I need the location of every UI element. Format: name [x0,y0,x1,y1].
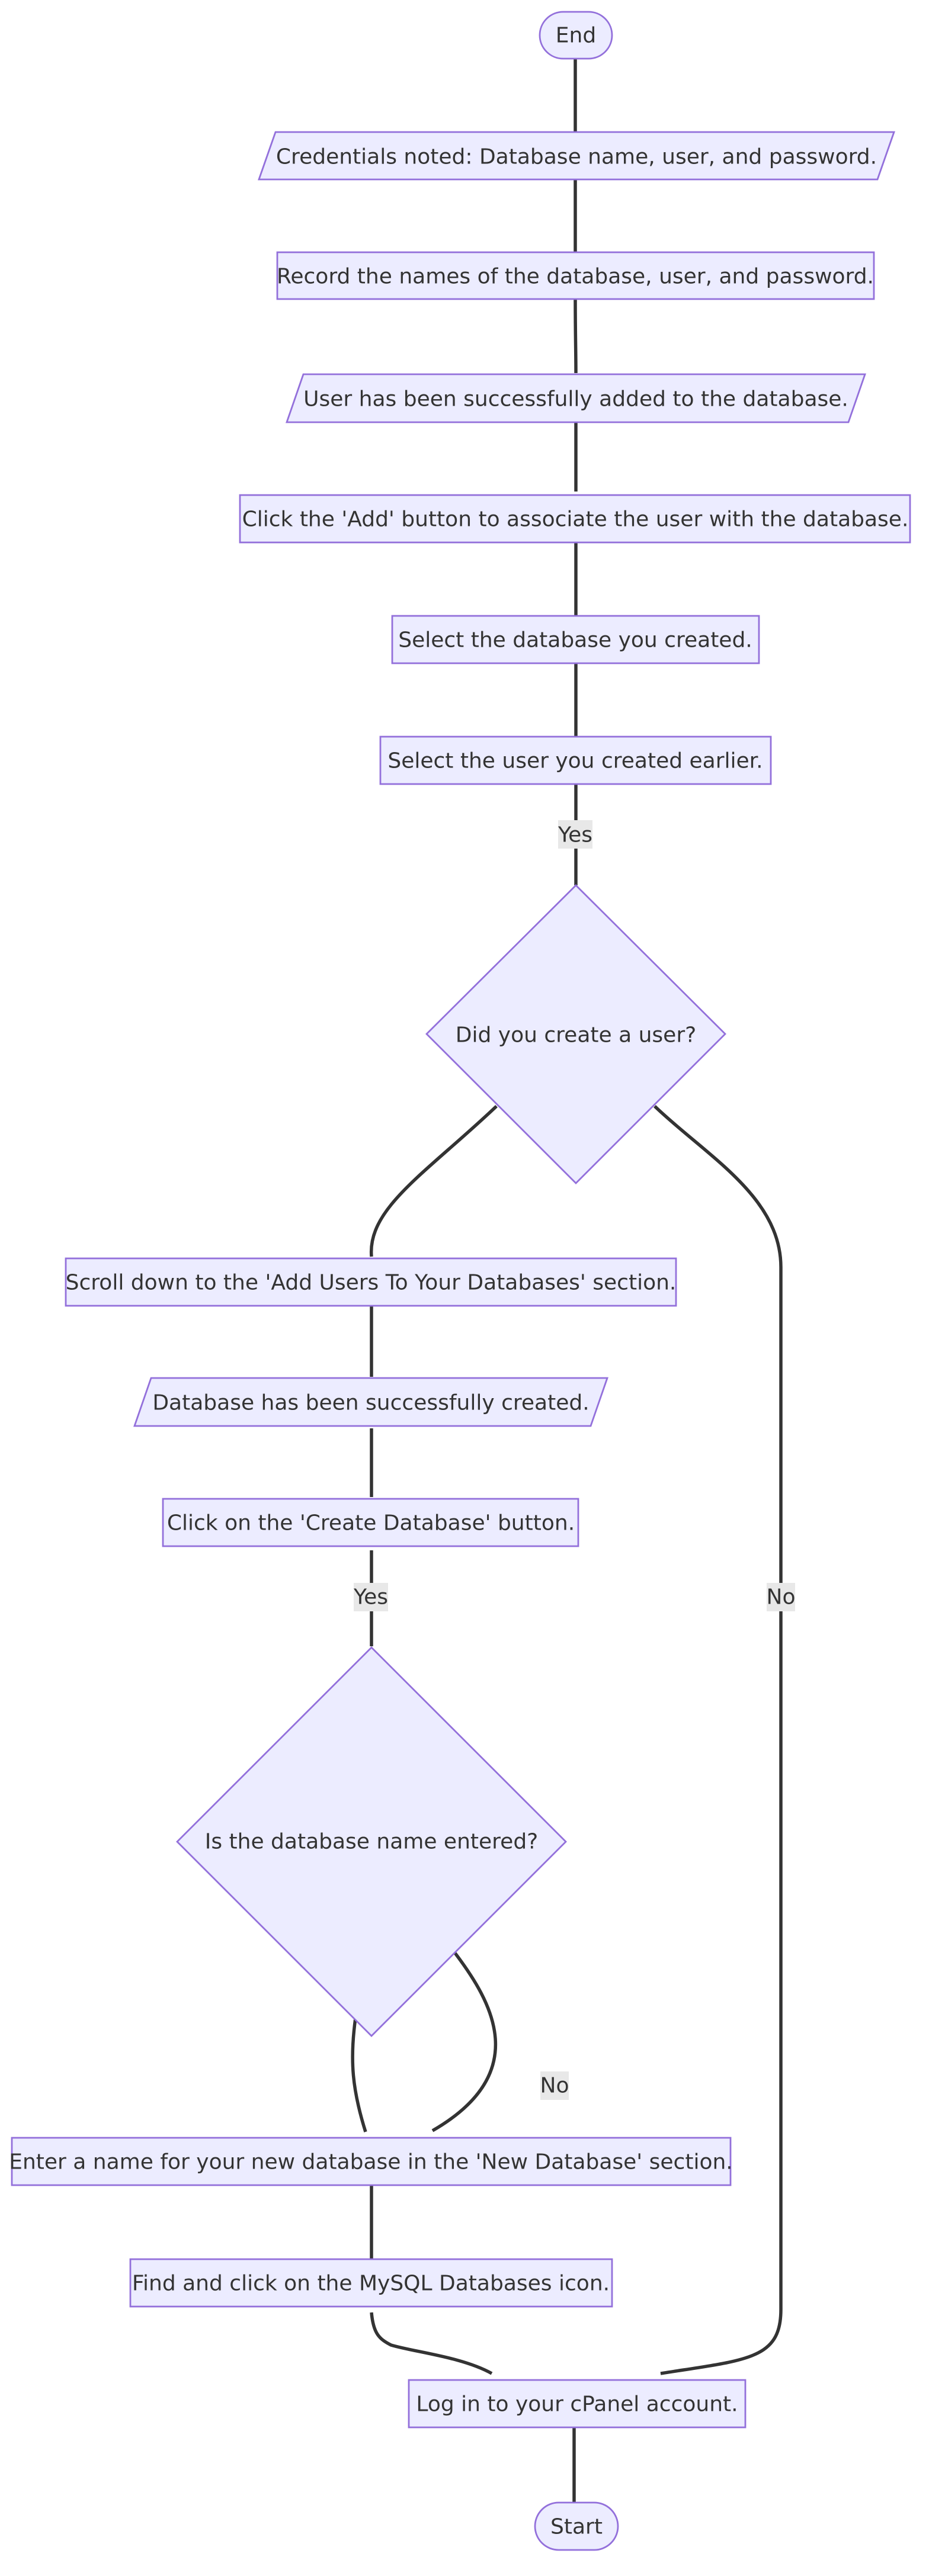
node-end: End [539,11,613,60]
edge-did-create-user-no [653,1105,783,2375]
node-click-add: Click the 'Add' button to associate the … [239,494,911,544]
edge-label-name-no: No [540,2074,569,2098]
node-select-db-label: Select the database you created. [398,628,752,653]
node-db-created-label: Database has been successfully created. [152,1391,589,1415]
node-record: Record the names of the database, user, … [276,251,875,300]
node-find-mysql: Find and click on the MySQL Databases ic… [129,2258,613,2308]
edges [351,59,783,2502]
node-enter-name-label: Enter a name for your new database in th… [9,2150,733,2174]
node-scroll-down: Scroll down to the 'Add Users To Your Da… [65,1257,677,1307]
edge-login-to-find-mysql [370,2312,493,2375]
node-user-added: User has been successfully added to the … [286,373,866,423]
node-end-label: End [556,24,596,48]
node-is-name-entered: Is the database name entered? [176,1646,567,2037]
edge-label-user-no: No [767,1585,796,1610]
node-db-created: Database has been successfully created. [133,1377,608,1427]
node-select-user-label: Select the user you created earlier. [387,749,763,773]
node-did-create-user: Did you create a user? [425,884,726,1184]
edge-user-added-to-record [574,298,578,374]
edge-is-name-entered-no [431,1952,498,2132]
node-enter-name: Enter a name for your new database in th… [9,2137,733,2186]
node-record-label: Record the names of the database, user, … [277,265,874,289]
edge-labels: Yes No Yes No [353,820,796,2100]
node-start-label: Start [550,2515,603,2539]
node-select-user: Select the user you created earlier. [379,735,772,785]
nodes: End Credentials noted: Database name, us… [9,11,911,2551]
node-login: Log in to your cPanel account. [408,2379,747,2429]
node-click-create-label: Click on the 'Create Database' button. [167,1511,575,1536]
node-start: Start [534,2501,619,2551]
node-did-create-user-label: Did you create a user? [456,1023,696,1048]
node-is-name-entered-label: Is the database name entered? [205,1830,539,1854]
node-click-add-label: Click the 'Add' button to associate the … [242,508,909,532]
node-user-added-label: User has been successfully added to the … [303,387,848,412]
node-credentials: Credentials noted: Database name, user, … [258,131,895,181]
edge-scroll-down-to-did-create-user [369,1105,498,1257]
edge-enter-name-to-is-name-entered [351,2018,367,2132]
edge-label-name-yes: Yes [353,1585,388,1610]
node-login-label: Log in to your cPanel account. [416,2392,738,2417]
node-scroll-down-label: Scroll down to the 'Add Users To Your Da… [66,1271,677,1295]
node-click-create: Click on the 'Create Database' button. [162,1498,579,1547]
node-select-db: Select the database you created. [391,615,760,664]
node-credentials-label: Credentials noted: Database name, user, … [276,145,877,169]
edge-label-user-yes: Yes [558,823,592,847]
node-find-mysql-label: Find and click on the MySQL Databases ic… [132,2272,610,2296]
